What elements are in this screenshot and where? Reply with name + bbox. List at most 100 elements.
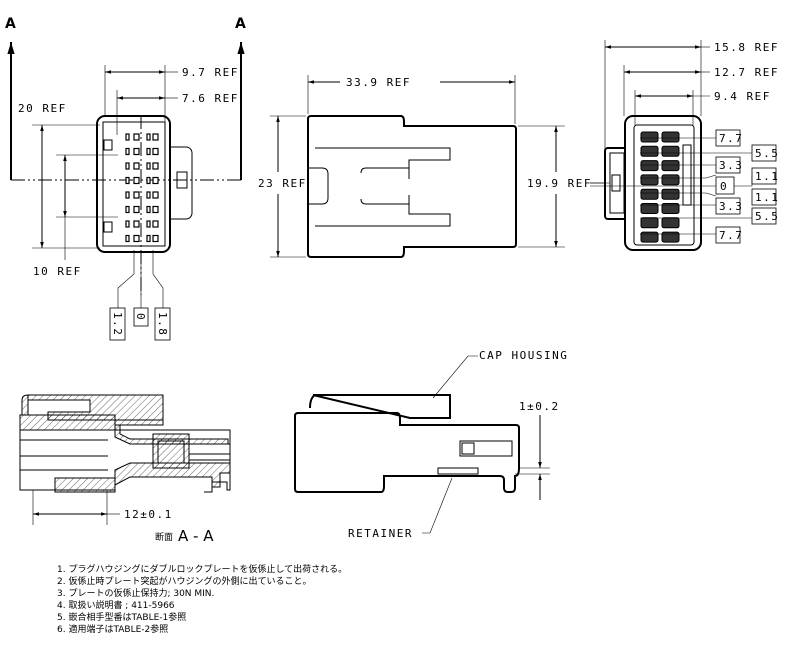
svg-text:1.1: 1.1 bbox=[755, 170, 779, 183]
offset-box-0: 0 bbox=[133, 307, 149, 327]
section-label: A - A bbox=[178, 527, 214, 545]
pin-cavity bbox=[152, 234, 159, 243]
pin-cavity bbox=[152, 220, 159, 228]
terminal-cavity bbox=[661, 188, 680, 200]
pin-cavity bbox=[133, 147, 140, 156]
pin-cavity bbox=[133, 234, 140, 243]
svg-text:3.3: 3.3 bbox=[719, 200, 743, 213]
pin-cavity bbox=[152, 162, 159, 170]
terminal-cavity bbox=[661, 131, 680, 143]
pin-cavity bbox=[125, 220, 130, 228]
note-2: 2. 仮係止時プレート突起がハウジングの外側に出ていること。 bbox=[57, 575, 311, 587]
svg-text:0: 0 bbox=[720, 180, 728, 193]
pin-cavity bbox=[146, 147, 151, 156]
pin-cavity bbox=[125, 133, 130, 141]
note-5: 5. 嵌合相手型番はTABLE-1参照 bbox=[57, 611, 186, 623]
front-view: 9.7 REF 7.6 REF 20 REF 10 REF 1.2 0 1.8 bbox=[18, 65, 239, 341]
pin-cavity bbox=[133, 220, 140, 228]
svg-text:1.2: 1.2 bbox=[111, 312, 124, 336]
svg-text:3.3: 3.3 bbox=[719, 159, 743, 172]
terminal-cavity bbox=[640, 131, 659, 143]
pitch-box-3-3-top: 3.3 bbox=[640, 156, 743, 174]
pin-cavity bbox=[146, 205, 151, 214]
dim-12-7-ref: 12.7 REF bbox=[714, 66, 779, 79]
pin-cavity bbox=[133, 191, 140, 199]
dim-33-9-ref: 33.9 REF bbox=[346, 76, 411, 89]
section-view-a-a: 12±0.1 断面 A - A bbox=[19, 394, 231, 545]
dim-20-ref: 20 REF bbox=[18, 102, 67, 115]
dim-9-7-ref: 9.7 REF bbox=[182, 66, 239, 79]
dim-19-9-ref: 19.9 REF bbox=[527, 177, 592, 190]
terminal-cavity bbox=[640, 188, 659, 200]
cap-housing-label: CAP HOUSING bbox=[479, 349, 568, 362]
pin-cavity bbox=[146, 162, 151, 170]
dim-1-tolerance: 1±0.2 bbox=[519, 400, 560, 413]
pitch-box-0: 0 bbox=[590, 176, 735, 195]
pin-cavity bbox=[133, 162, 140, 170]
note-1: 1. プラグハウジングにダブルロックプレートを仮係止して出荷される。 bbox=[57, 563, 347, 575]
pitch-box-3-3-bottom: 3.3 bbox=[640, 197, 743, 215]
terminal-cavity bbox=[640, 145, 659, 157]
pin-cavity bbox=[146, 176, 151, 185]
rear-pin-grid bbox=[640, 131, 680, 243]
pitch-box-1-1-top: 1.1 bbox=[640, 167, 779, 187]
pitch-box-7-7-top: 7.7 bbox=[640, 129, 743, 147]
pin-cavity bbox=[152, 133, 159, 141]
dim-10-ref: 10 REF bbox=[33, 265, 82, 278]
terminal-cavity bbox=[640, 231, 659, 243]
pin-cavity bbox=[125, 147, 130, 156]
note-4: 4. 取扱い説明書 ; 411-5966 bbox=[57, 599, 175, 611]
pitch-box-7-7-bottom: 7.7 bbox=[640, 226, 743, 244]
pitch-box-5-5-bottom: 5.5 bbox=[640, 207, 779, 225]
top-view: 33.9 REF 23 REF 19.9 REF bbox=[258, 75, 605, 258]
pin-cavity bbox=[146, 220, 151, 228]
pin-cavity bbox=[152, 191, 159, 199]
pitch-box-5-5-top: 5.5 bbox=[640, 144, 779, 162]
terminal-cavity bbox=[661, 217, 680, 229]
side-view: CAP HOUSING RETAINER 1±0.2 bbox=[294, 349, 568, 540]
svg-text:0: 0 bbox=[134, 313, 147, 321]
svg-text:1.1: 1.1 bbox=[755, 191, 779, 204]
terminal-cavity bbox=[661, 160, 680, 172]
note-3: 3. プレートの仮係止保持力; 30N MIN. bbox=[57, 587, 214, 599]
offset-box-1-8: 1.8 bbox=[154, 307, 171, 341]
terminal-cavity bbox=[640, 174, 659, 186]
svg-text:7.7: 7.7 bbox=[719, 229, 743, 242]
terminal-cavity bbox=[661, 174, 680, 186]
svg-text:5.5: 5.5 bbox=[755, 147, 779, 160]
pin-cavity bbox=[152, 147, 159, 156]
dim-15-8-ref: 15.8 REF bbox=[714, 41, 779, 54]
pin-cavity bbox=[152, 176, 159, 185]
dim-9-4-ref: 9.4 REF bbox=[714, 90, 771, 103]
pin-cavity bbox=[125, 162, 130, 170]
terminal-cavity bbox=[640, 203, 659, 214]
dim-12-tolerance: 12±0.1 bbox=[124, 508, 173, 521]
pin-cavity bbox=[125, 191, 130, 199]
terminal-cavity bbox=[661, 231, 680, 243]
pin-grid bbox=[125, 133, 159, 243]
svg-text:5.5: 5.5 bbox=[755, 210, 779, 223]
terminal-cavity bbox=[661, 203, 680, 214]
terminal-cavity bbox=[661, 145, 680, 157]
pin-cavity bbox=[146, 133, 151, 141]
section-mark-left: A bbox=[5, 16, 16, 32]
rear-view: 15.8 REF 12.7 REF 9.4 REF 7.7 5.5 3.3 1.… bbox=[590, 40, 779, 251]
dim-7-6-ref: 7.6 REF bbox=[182, 92, 239, 105]
pin-cavity bbox=[133, 205, 140, 214]
note-6: 6. 適用端子はTABLE-2参照 bbox=[57, 623, 168, 635]
retainer-label: RETAINER bbox=[348, 527, 413, 540]
pin-cavity bbox=[125, 234, 130, 243]
pin-cavity bbox=[146, 191, 151, 199]
pin-cavity bbox=[133, 133, 140, 141]
svg-text:7.7: 7.7 bbox=[719, 132, 743, 145]
notes: 1. プラグハウジングにダブルロックプレートを仮係止して出荷される。 2. 仮係… bbox=[57, 563, 347, 635]
section-mark-right: A bbox=[235, 16, 246, 32]
svg-text:1.8: 1.8 bbox=[156, 312, 169, 336]
pin-cavity bbox=[152, 205, 159, 214]
pin-cavity bbox=[133, 176, 140, 185]
offset-box-1-2: 1.2 bbox=[109, 307, 126, 341]
terminal-cavity bbox=[640, 217, 659, 229]
pin-cavity bbox=[146, 234, 151, 243]
pitch-box-1-1-bottom: 1.1 bbox=[640, 188, 779, 206]
